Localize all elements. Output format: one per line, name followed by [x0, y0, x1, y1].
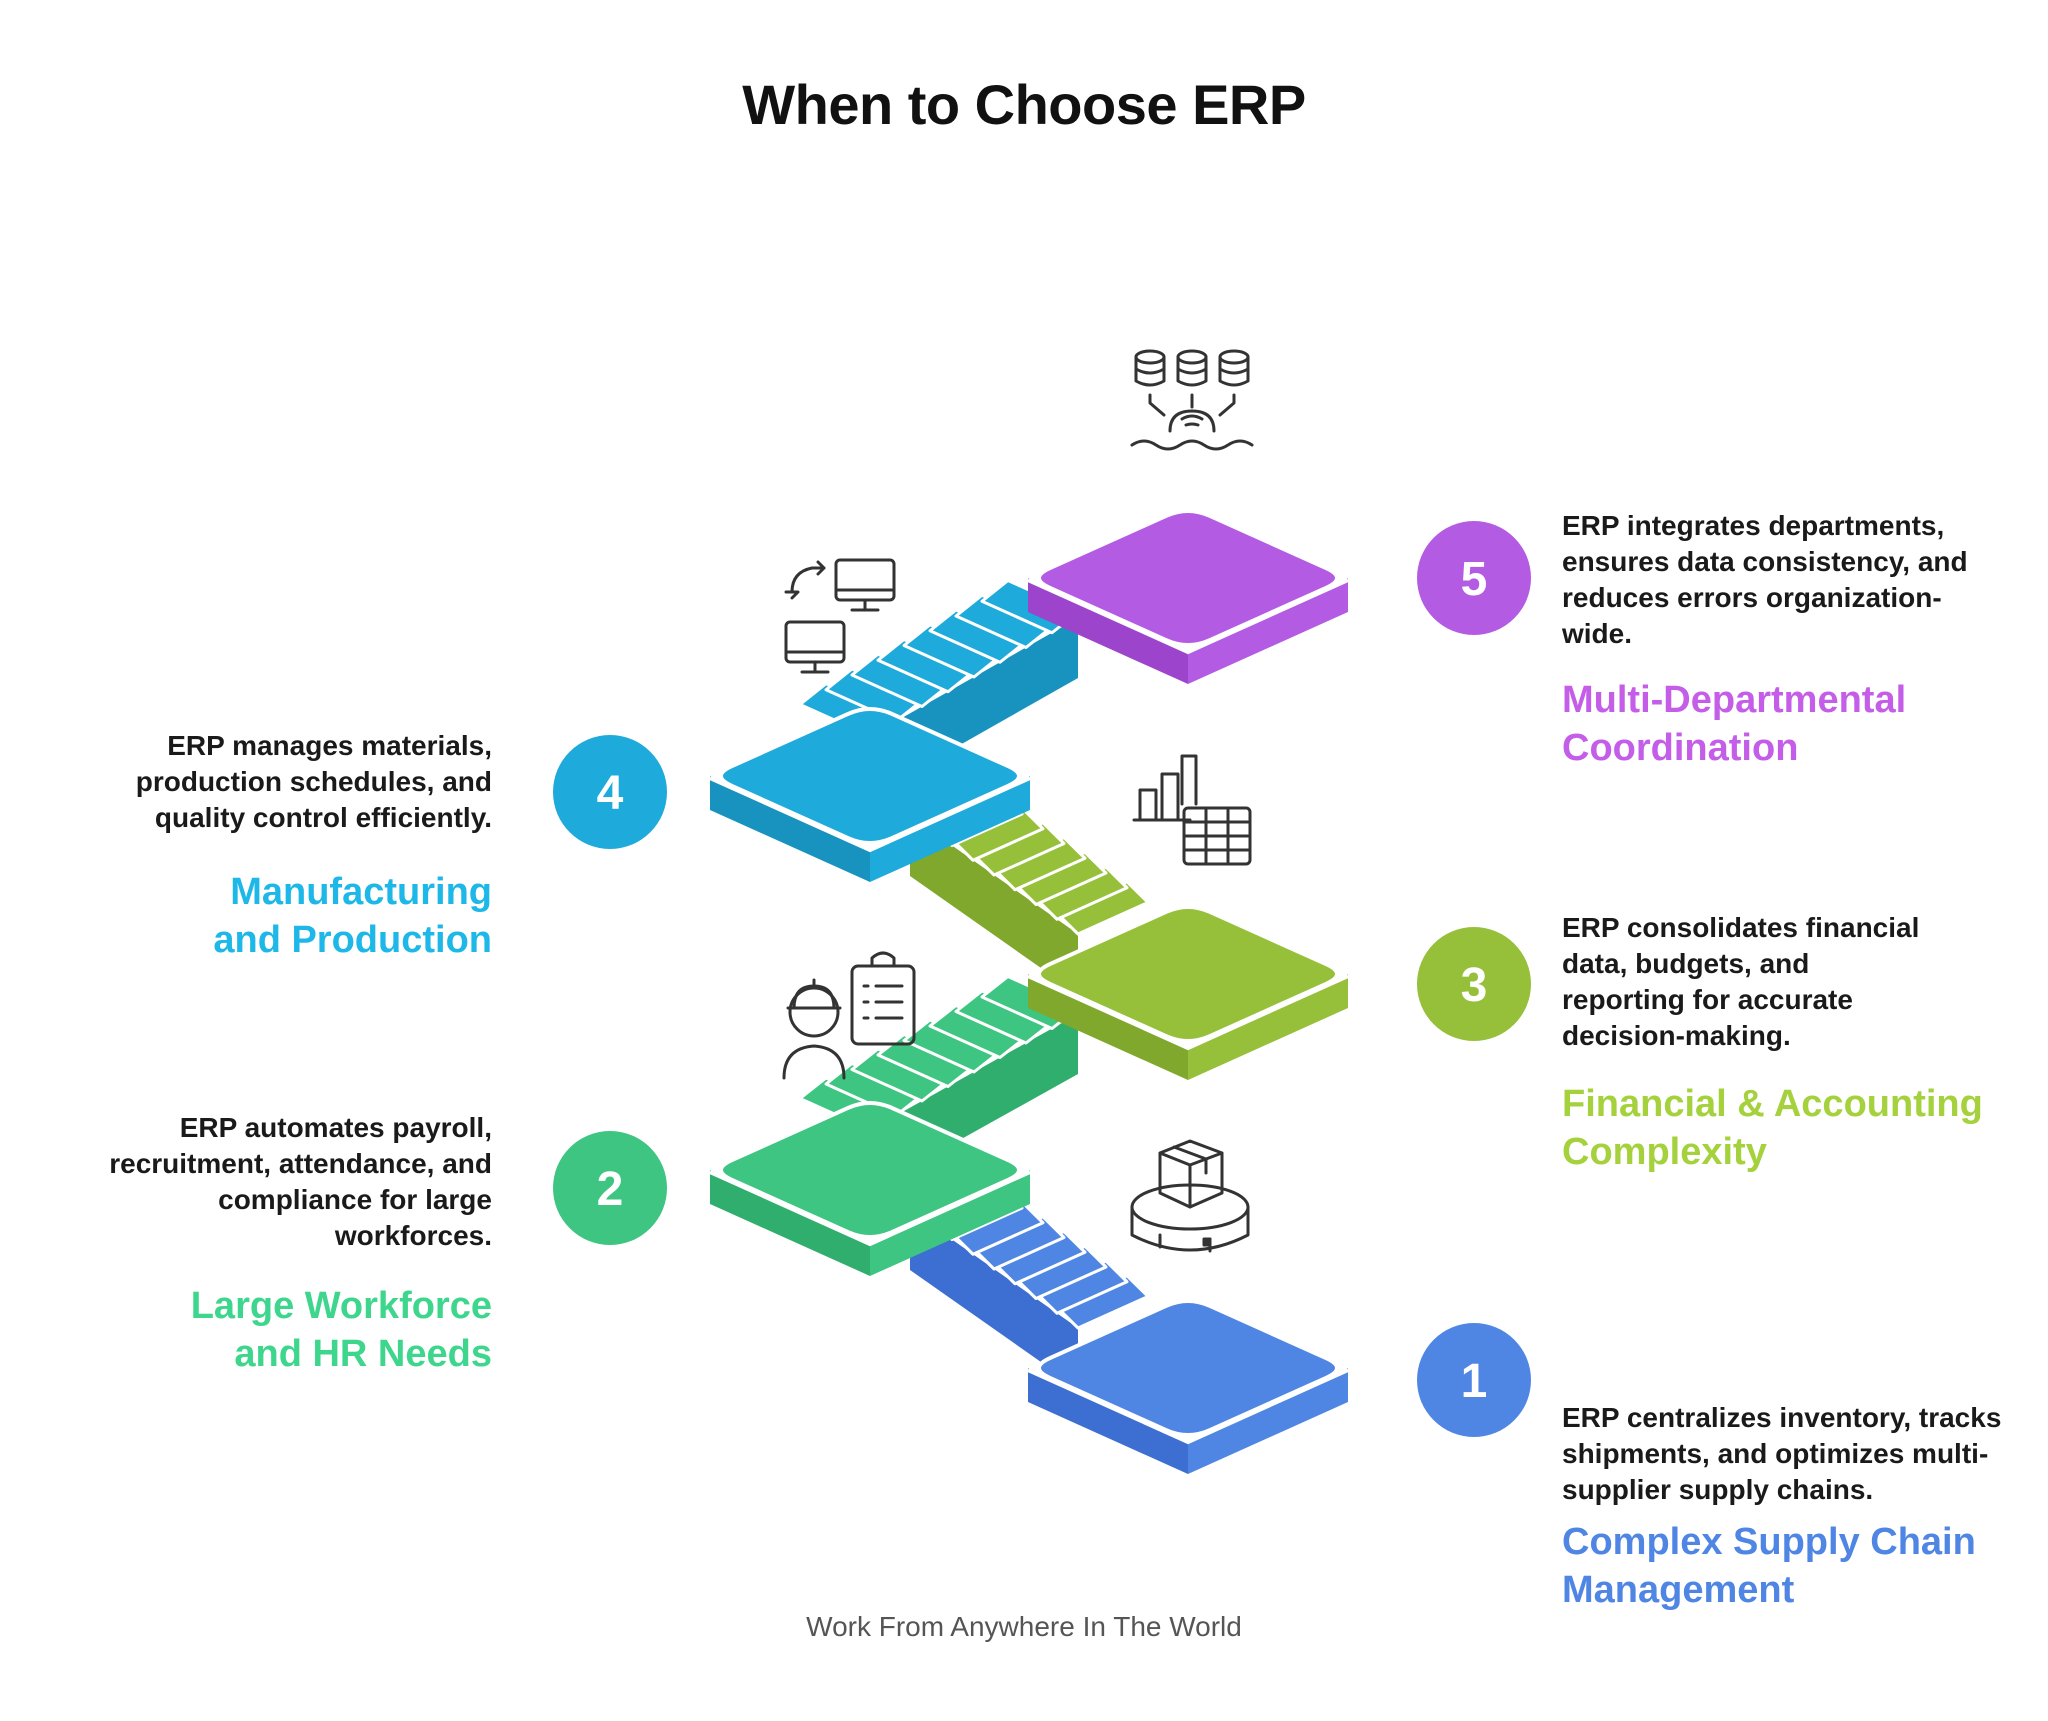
platform-1 [1027, 1298, 1349, 1474]
step-4-title: Manufacturing and Production [213, 871, 492, 961]
platform-3 [1027, 904, 1349, 1080]
step-4-description: ERP manages materials, production schedu… [135, 730, 492, 833]
step-5-description: ERP integrates departments, ensures data… [1562, 510, 1968, 649]
databases-gear-icon [1130, 349, 1254, 451]
step-5-number: 5 [1461, 553, 1488, 606]
step-1-number: 1 [1461, 1355, 1488, 1408]
step-3-description: ERP consolidates financial data, budgets… [1562, 912, 1920, 1051]
platform-2 [709, 1100, 1031, 1276]
platform-5 [1027, 508, 1349, 684]
step-1-circle [1417, 1323, 1531, 1437]
page-title: When to Choose ERP [742, 73, 1306, 136]
worker-checklist-icon [782, 951, 916, 1080]
step-5-circle [1417, 521, 1531, 635]
footer-credit: Work From Anywhere In The World [806, 1611, 1242, 1642]
step-2-description: ERP automates payroll, recruitment, atte… [109, 1112, 492, 1251]
bar-chart-table-icon [1132, 754, 1252, 866]
step-1-title: Complex Supply Chain Management [1562, 1521, 1976, 1611]
step-5-title: Multi-Departmental Coordination [1562, 679, 1907, 769]
step-2-number: 2 [597, 1163, 624, 1216]
step-2-circle [553, 1131, 667, 1245]
computer-sync-icon [784, 558, 896, 674]
platform-4 [709, 706, 1031, 882]
step-3-title: Financial & Accounting Complexity [1562, 1083, 1983, 1173]
step-3-circle [1417, 927, 1531, 1041]
step-1-description: ERP centralizes inventory, tracks shipme… [1562, 1402, 2002, 1505]
step-3-number: 3 [1461, 959, 1488, 1012]
step-4-number: 4 [597, 767, 624, 820]
step-4-circle [553, 735, 667, 849]
package-on-scale-icon [1130, 1139, 1250, 1253]
step-2-title: Large Workforce and HR Needs [190, 1285, 492, 1375]
